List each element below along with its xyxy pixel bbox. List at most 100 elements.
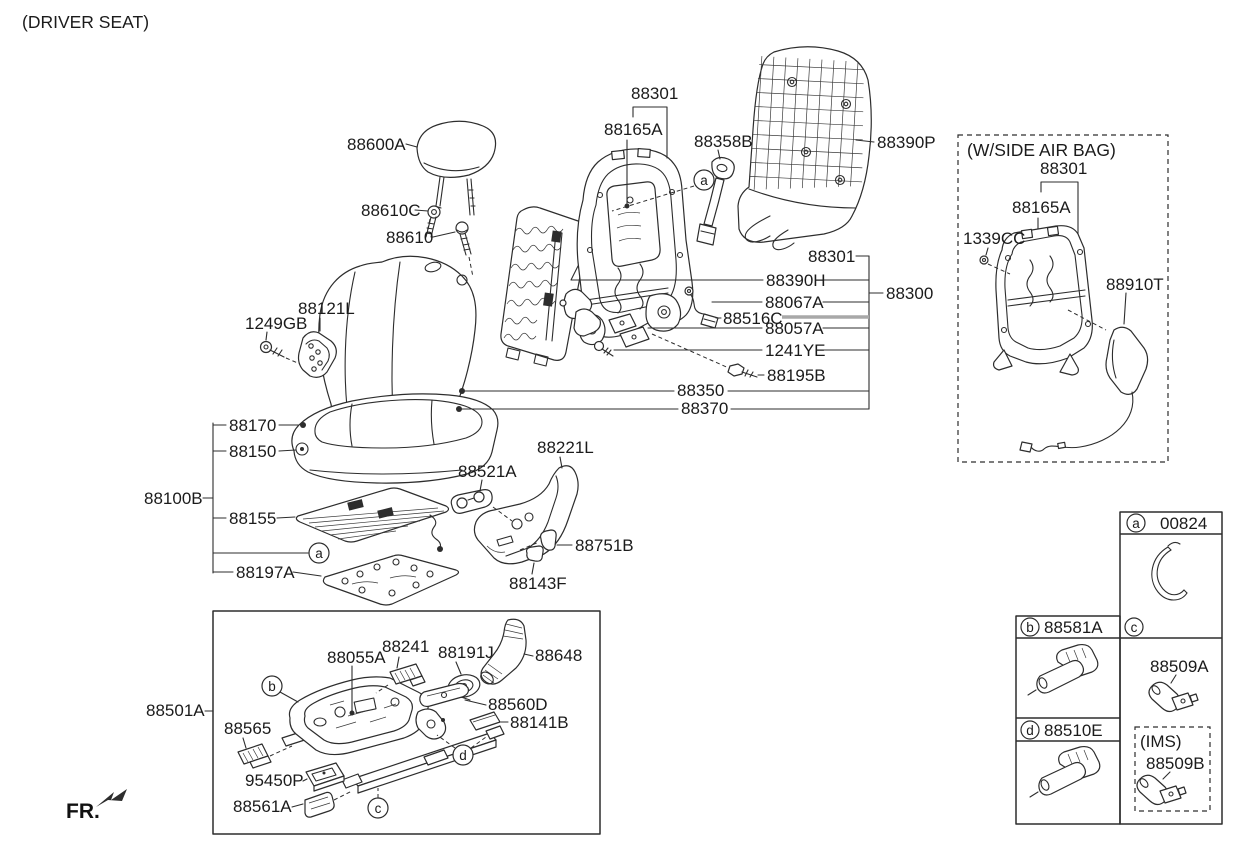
callout-c-letter: c: [375, 801, 382, 816]
airbag-module-drawing: [1019, 309, 1149, 453]
duct-88648-drawing: [480, 618, 527, 685]
backboard-drawing: [737, 46, 872, 251]
ims-title: (IMS): [1140, 732, 1182, 751]
legend-callout-b-letter: b: [1026, 620, 1034, 635]
switch-knob-88143F-drawing: [525, 545, 544, 562]
label-1249GB: 1249GB: [245, 314, 307, 333]
label-88195B: 88195B: [767, 366, 826, 385]
callout-d: [452, 744, 474, 766]
label-88521A: 88521A: [458, 462, 517, 481]
label-88301-right: 88301: [808, 247, 855, 266]
switch-knob-88751B-drawing: [539, 529, 557, 551]
label-88067A: 88067A: [765, 293, 824, 312]
label-88155: 88155: [229, 509, 276, 528]
legend-callout-d-letter: d: [1026, 723, 1034, 738]
hook-00824-drawing: [1151, 541, 1188, 601]
label-88516C: 88516C: [723, 309, 783, 328]
label-88600A: 88600A: [347, 135, 406, 154]
legend-callout-a-letter: a: [1132, 516, 1140, 531]
label-88121L: 88121L: [298, 299, 355, 318]
seat-switch-drawing: [450, 489, 493, 514]
legend-callout-c-letter: c: [1131, 620, 1138, 635]
label-88141B: 88141B: [510, 713, 569, 732]
recliner-lever-parts-drawing: [559, 288, 601, 337]
label-88150: 88150: [229, 442, 276, 461]
label-88165A-airbag: 88165A: [1012, 198, 1071, 217]
side-airbag-box: [957, 134, 1169, 463]
seat-pan-frame-drawing: [288, 676, 447, 756]
lumbar-mat-drawing: [500, 206, 589, 367]
headrest-guide-bolts-drawing: [425, 205, 474, 278]
bolt-1249GB-drawing: [259, 340, 301, 365]
label-88301-airbag: 88301: [1040, 159, 1087, 178]
label-88197A: 88197A: [236, 563, 295, 582]
actuator-88509A-drawing: [1148, 681, 1199, 713]
label-88370: 88370: [681, 399, 728, 418]
callout-d-letter: d: [459, 748, 467, 763]
cover-88560D-drawing: [419, 682, 469, 708]
cushion-group-bracket: [202, 422, 322, 577]
callout-a-top: [693, 169, 715, 191]
label-88565: 88565: [224, 719, 271, 738]
callout-b-letter: b: [268, 679, 276, 694]
label-88390P: 88390P: [877, 133, 936, 152]
label-88300: 88300: [886, 284, 933, 303]
label-88648: 88648: [535, 646, 582, 665]
label-88165A-main: 88165A: [604, 120, 663, 139]
belt-guide-drawing: [696, 156, 735, 246]
label-88501A: 88501A: [146, 701, 205, 720]
ims-box: [1134, 726, 1211, 812]
label-88100B: 88100B: [144, 489, 203, 508]
screw-1241YE-drawing: [593, 340, 614, 357]
label-88055A: 88055A: [327, 648, 386, 667]
label-88301-top: 88301: [631, 84, 678, 103]
label-88509B: 88509B: [1146, 754, 1205, 773]
legend-code-88581A: 88581A: [1044, 618, 1103, 637]
side-airbag-box-title: (W/SIDE AIR BAG): [967, 140, 1116, 160]
callout-a-top-letter: a: [700, 173, 708, 188]
clip-88141B-drawing: [469, 711, 501, 731]
actuator-88509B-drawing: [1136, 774, 1187, 806]
airbag-frame-drawing: [992, 225, 1093, 376]
seatback-frame-drawing: [576, 147, 694, 346]
fr-label: FR.: [66, 800, 100, 823]
motor-88581A-drawing: [1027, 643, 1099, 696]
label-88560D: 88560D: [488, 695, 548, 714]
callout-a-bottom: [308, 542, 330, 564]
legend-callout-c: [1124, 617, 1144, 637]
label-88910T: 88910T: [1106, 275, 1164, 294]
label-88350: 88350: [677, 381, 724, 400]
label-88358B: 88358B: [694, 132, 753, 151]
bracket-parts-88057A-drawing: [608, 313, 650, 348]
label-88170: 88170: [229, 416, 276, 435]
label-88057A: 88057A: [765, 319, 824, 338]
bracket-88561A-drawing: [304, 791, 335, 818]
bolt-88195B-drawing: [727, 363, 758, 378]
label-88241: 88241: [382, 637, 429, 656]
label-88610: 88610: [386, 228, 433, 247]
page-title: (DRIVER SEAT): [22, 12, 149, 32]
label-88390H: 88390H: [766, 271, 826, 290]
legend-table: [1015, 511, 1223, 825]
label-88561A: 88561A: [233, 797, 292, 816]
motor-88510E-drawing: [1029, 745, 1101, 798]
part-88565-drawing: [237, 743, 272, 769]
headrest-drawing: [416, 120, 497, 216]
seat-cushion-drawing: [291, 393, 499, 484]
heater-mat-drawing: [295, 487, 450, 552]
label-88509A: 88509A: [1150, 657, 1209, 676]
legend-callout-d: [1020, 720, 1040, 740]
module-95450P-drawing: [305, 762, 345, 792]
legend-code-88510E: 88510E: [1044, 721, 1103, 740]
label-88610C: 88610C: [361, 201, 421, 220]
label-88221L: 88221L: [537, 438, 594, 457]
label-1339CC: 1339CC: [963, 229, 1025, 248]
legend-callout-b: [1020, 617, 1040, 637]
track-assembly-box: [212, 610, 601, 835]
callout-a-bottom-letter: a: [315, 546, 323, 561]
callout-b: [261, 675, 283, 697]
legend-callout-a: [1126, 513, 1146, 533]
part-88241-drawing: [389, 663, 426, 687]
